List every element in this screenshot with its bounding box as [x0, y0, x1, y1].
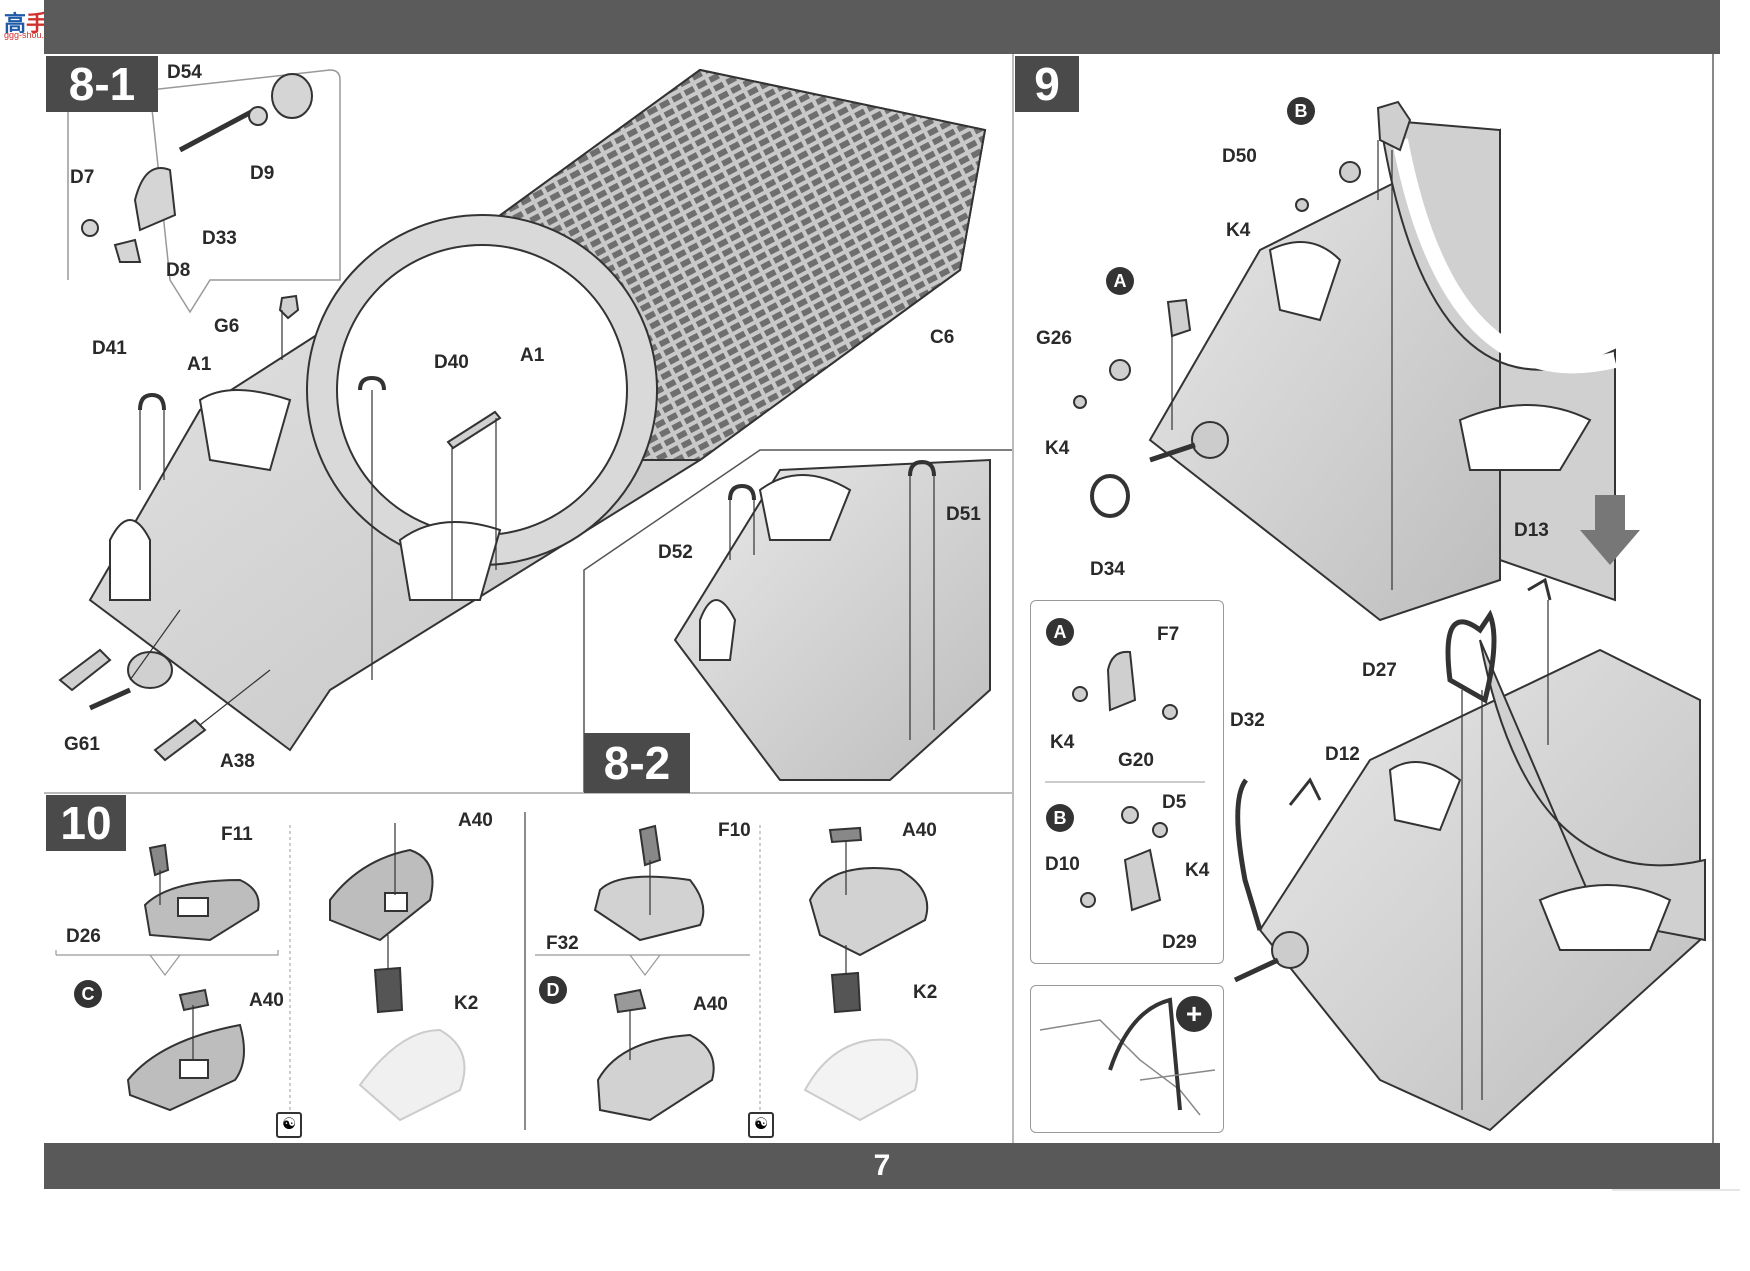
- wires-9-lower: [1235, 577, 1552, 931]
- label-d34: D34: [1090, 559, 1125, 580]
- label-d9: D9: [250, 163, 275, 184]
- callout-b: B: [1287, 97, 1315, 125]
- leader-lines-10: [159, 823, 847, 1060]
- hull-8-1: [88, 68, 987, 752]
- label-d12: D12: [1325, 744, 1360, 765]
- callout-a: A: [1106, 267, 1134, 295]
- label-a1-right: A1: [520, 345, 545, 366]
- panel-divider-horizontal: [44, 792, 1012, 794]
- label-k4-top: K4: [1226, 220, 1251, 241]
- step-badge-10: 10: [46, 795, 126, 851]
- zoom-plus-icon: +: [1176, 996, 1212, 1032]
- label-d29: D29: [1162, 932, 1197, 953]
- step-badge-8-1: 8-1: [46, 56, 158, 112]
- box-callout-a: A: [1046, 618, 1074, 646]
- bracket-10-right: [535, 954, 750, 976]
- callout-d: D: [539, 976, 567, 1004]
- box-callout-b: B: [1046, 804, 1074, 832]
- label-k4-box-b: K4: [1185, 860, 1210, 881]
- paint-tip-icon-2: ☯: [748, 1112, 774, 1138]
- panel-divider-vertical: [1012, 54, 1014, 1143]
- step-badge-8-2: 8-2: [584, 733, 690, 793]
- leader-lines-9-upper: [1171, 140, 1393, 590]
- label-f7: F7: [1157, 624, 1180, 645]
- label-d5: D5: [1162, 792, 1187, 813]
- page-number: 7: [873, 1149, 891, 1182]
- bottom-bar: 7: [44, 1143, 1720, 1189]
- label-d51: D51: [946, 504, 981, 525]
- subassembly-box-ab: [1030, 600, 1224, 964]
- small-parts-8-1: [58, 294, 502, 762]
- leader-lines-8-1: [129, 310, 497, 726]
- leader-lines-8-2: [729, 476, 935, 740]
- label-a1-left: A1: [187, 354, 212, 375]
- label-f11: F11: [221, 824, 253, 845]
- label-d50: D50: [1222, 146, 1257, 167]
- label-g20: G20: [1118, 750, 1154, 771]
- label-k4-mid: K4: [1045, 438, 1070, 459]
- parts-10: [126, 824, 929, 1122]
- callout-c: C: [74, 980, 102, 1008]
- label-g61: G61: [64, 734, 100, 755]
- label-d7: D7: [70, 167, 95, 188]
- label-d27: D27: [1362, 660, 1397, 681]
- label-d26: D26: [66, 926, 101, 947]
- label-a40-c: A40: [249, 990, 284, 1011]
- label-d10: D10: [1045, 854, 1080, 875]
- label-a40-top-right: A40: [902, 820, 937, 841]
- label-k2-right: K2: [913, 982, 938, 1003]
- label-a40-d: A40: [693, 994, 728, 1015]
- paint-tip-icon: ☯: [276, 1112, 302, 1138]
- label-a38: A38: [220, 751, 255, 772]
- step-badge-9: 9: [1015, 56, 1079, 112]
- small-parts-9-upper: [1073, 100, 1412, 518]
- inset-8-2-frame: [583, 449, 1012, 792]
- hull-9-upper: [1148, 118, 1617, 622]
- page-right-edge: [1712, 54, 1714, 1143]
- inset-8-1-parts: [81, 73, 313, 263]
- hull-8-2: [673, 458, 991, 781]
- label-g6: G6: [214, 316, 240, 337]
- top-bar: [44, 0, 1720, 54]
- hull-9-lower: [1233, 639, 1706, 1132]
- label-a40-top-left: A40: [458, 810, 493, 831]
- label-d41: D41: [92, 338, 127, 359]
- leader-lines-9-lower: [1461, 600, 1549, 1110]
- label-g26: G26: [1036, 328, 1072, 349]
- label-d13: D13: [1514, 520, 1549, 541]
- label-d40: D40: [434, 352, 469, 373]
- detail-box: [1030, 985, 1224, 1133]
- label-d32: D32: [1230, 710, 1265, 731]
- label-d33: D33: [202, 228, 237, 249]
- direction-arrow: [1580, 495, 1640, 565]
- label-f32: F32: [546, 933, 579, 954]
- detail-view: [1039, 997, 1216, 1116]
- label-k4-box-a: K4: [1050, 732, 1075, 753]
- bracket-10-left: [55, 950, 279, 976]
- label-c6: C6: [930, 327, 955, 348]
- label-d52: D52: [658, 542, 693, 563]
- label-d8: D8: [166, 260, 191, 281]
- subassembly-parts: [1072, 650, 1178, 912]
- site-watermark-url: ggg-shou.com: [4, 30, 62, 40]
- label-d54: D54: [167, 62, 202, 83]
- label-f10: F10: [718, 820, 751, 841]
- label-k2-left: K2: [454, 993, 479, 1014]
